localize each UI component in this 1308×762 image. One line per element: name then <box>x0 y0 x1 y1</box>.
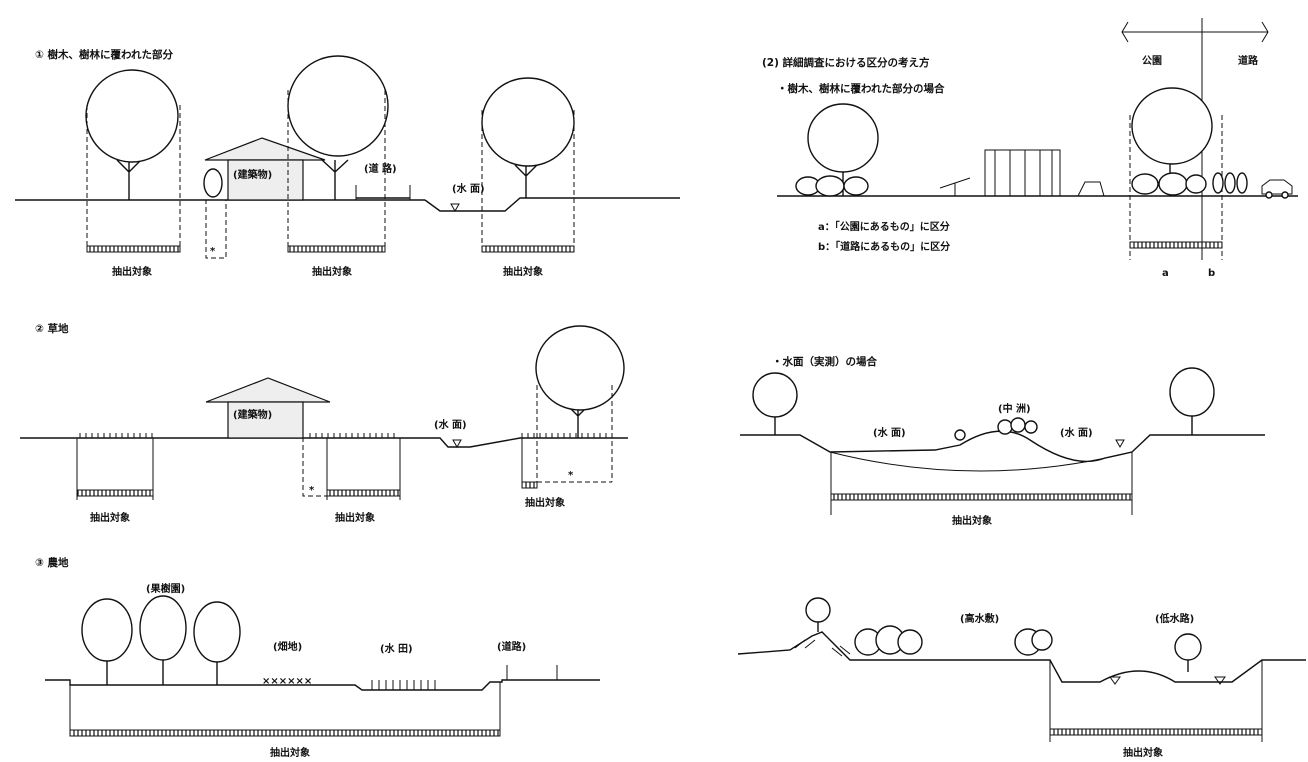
tree-icon <box>752 372 798 435</box>
extract-label: 抽出対象 <box>1123 746 1163 759</box>
water-level-icon <box>450 203 460 213</box>
extraction-bar <box>1049 728 1263 736</box>
extract-label: 抽出対象 <box>335 511 375 524</box>
building-icon <box>204 137 326 201</box>
grass-marks <box>79 433 153 438</box>
case-title: ・樹木、樹林に覆われた部分の場合 <box>777 82 945 95</box>
water-level-icon <box>1214 676 1226 685</box>
paddy-label: (水 田) <box>380 642 413 655</box>
low-channel-label: (低水路) <box>1155 612 1194 625</box>
estimate-box <box>302 437 328 497</box>
dimension-b-label: b <box>1208 268 1215 279</box>
orchard-label: (果樹園) <box>146 582 185 595</box>
section-3-farmland: ③ 農地 (果樹園) (畑地) ×××××× (水 田) (道路) 抽出対象 <box>35 556 600 759</box>
extract-label: 抽出対象 <box>90 511 130 524</box>
section-2-title: ② 草地 <box>35 322 69 335</box>
tree-icon <box>193 601 241 685</box>
building-label: (建築物) <box>233 168 272 181</box>
extraction-bar <box>830 493 1133 501</box>
extract-label: 抽出対象 <box>503 265 543 278</box>
extract-label: 抽出対象 <box>270 746 310 759</box>
road-label: 道路 <box>1238 54 1259 67</box>
asterisk-mark: * <box>309 485 315 496</box>
water-label: (水 面) <box>434 418 467 431</box>
extraction-bar <box>287 245 386 253</box>
tree-icon <box>81 598 133 685</box>
section-3-title: ③ 農地 <box>35 556 69 569</box>
grass-marks <box>309 433 395 438</box>
water-level-icon <box>1109 676 1121 685</box>
riverbed-line <box>829 451 1133 472</box>
sandbar-vegetation <box>954 417 1038 441</box>
dimension-arrows <box>1121 21 1269 43</box>
water-level-icon <box>452 439 462 449</box>
tree-cluster-icon <box>854 625 1053 656</box>
crop-marks: ×××××× <box>262 676 312 687</box>
note-b: b：「道路にあるもの」に区分 <box>818 240 950 253</box>
tree-icon <box>1131 87 1213 196</box>
ground-line <box>424 197 680 212</box>
water-level-icon <box>1115 439 1125 449</box>
rice-plants <box>371 680 436 690</box>
right-mid-water: ・水面（実測）の場合 (水 面) (中 洲) (水 面) 抽出対象 <box>740 355 1265 527</box>
levee-texture <box>794 639 851 657</box>
building-label: (建築物) <box>233 408 272 421</box>
tree-icon <box>805 597 831 632</box>
right-bottom-river: (高水敷) (低水路) 抽出対象 <box>737 597 1306 759</box>
shrub-icon <box>203 168 223 198</box>
road-label: (道 路) <box>364 162 397 175</box>
extract-label: 抽出対象 <box>525 496 565 509</box>
car-icon <box>1261 179 1293 199</box>
extract-label: 抽出対象 <box>112 265 152 278</box>
estimate-box <box>205 199 227 259</box>
extraction-bar <box>326 489 401 497</box>
case-title: ・水面（実測）の場合 <box>772 355 877 368</box>
asterisk-mark: * <box>210 246 216 257</box>
water-label: (水 面) <box>1060 426 1093 439</box>
tree-icon <box>795 103 879 197</box>
water-label: (水 面) <box>873 426 906 439</box>
section-title: (2) 詳細調査における区分の考え方 <box>762 56 930 69</box>
asterisk-mark: * <box>568 470 574 481</box>
building-icon <box>205 377 331 439</box>
extraction-bar <box>1129 241 1223 249</box>
extraction-bar <box>481 245 575 253</box>
ground-line <box>737 631 1306 683</box>
dimension-a-label: a <box>1162 268 1169 279</box>
playground-icon <box>939 149 1105 197</box>
road-post <box>506 665 558 680</box>
tree-icon <box>1169 367 1215 435</box>
park-label: 公園 <box>1142 55 1162 67</box>
section-1-title: ① 樹木、樹林に覆われた部分 <box>35 48 174 61</box>
note-a: a：「公園にあるもの」に区分 <box>818 220 950 233</box>
extraction-bar <box>86 245 181 253</box>
ground-line <box>740 430 1265 463</box>
extraction-bar <box>69 729 501 737</box>
floodplain-label: (高水敷) <box>960 612 999 625</box>
tree-icon <box>1174 633 1202 672</box>
grass-marks <box>521 433 613 438</box>
section-2-grass: ② 草地 (建築物) * (水 面) * 抽出対象 抽出対象 抽出 <box>20 322 628 524</box>
extract-label: 抽出対象 <box>312 265 352 278</box>
extraction-bar <box>76 489 154 497</box>
ground-line <box>45 679 600 691</box>
field-label: (畑地) <box>273 640 302 653</box>
water-label: (水 面) <box>452 182 485 195</box>
road-label: (道路) <box>497 640 526 653</box>
tree-icon <box>85 69 179 200</box>
section-1-trees: ① 樹木、樹林に覆われた部分 (建築物) * (道 路) (水 <box>15 48 680 278</box>
hedge-icon <box>1212 172 1248 194</box>
tree-icon <box>535 325 625 438</box>
tree-icon <box>287 55 389 200</box>
tree-icon <box>139 595 187 685</box>
sandbar-label: (中 洲) <box>998 402 1031 415</box>
tree-icon <box>481 77 575 198</box>
extraction-bar <box>521 481 538 489</box>
right-top-park-road: (2) 詳細調査における区分の考え方 ・樹木、樹林に覆われた部分の場合 公園 道… <box>762 18 1298 279</box>
extract-label: 抽出対象 <box>952 514 992 527</box>
